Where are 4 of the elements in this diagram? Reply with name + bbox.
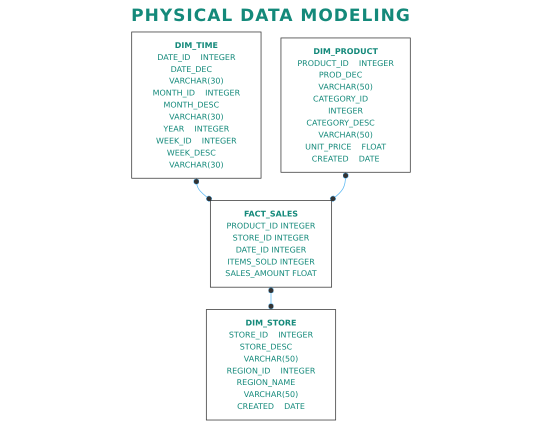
connector — [193, 178, 212, 202]
connector — [268, 286, 274, 310]
diagram-title: PHYSICAL DATA MODELING — [130, 6, 412, 26]
connector — [330, 172, 349, 202]
